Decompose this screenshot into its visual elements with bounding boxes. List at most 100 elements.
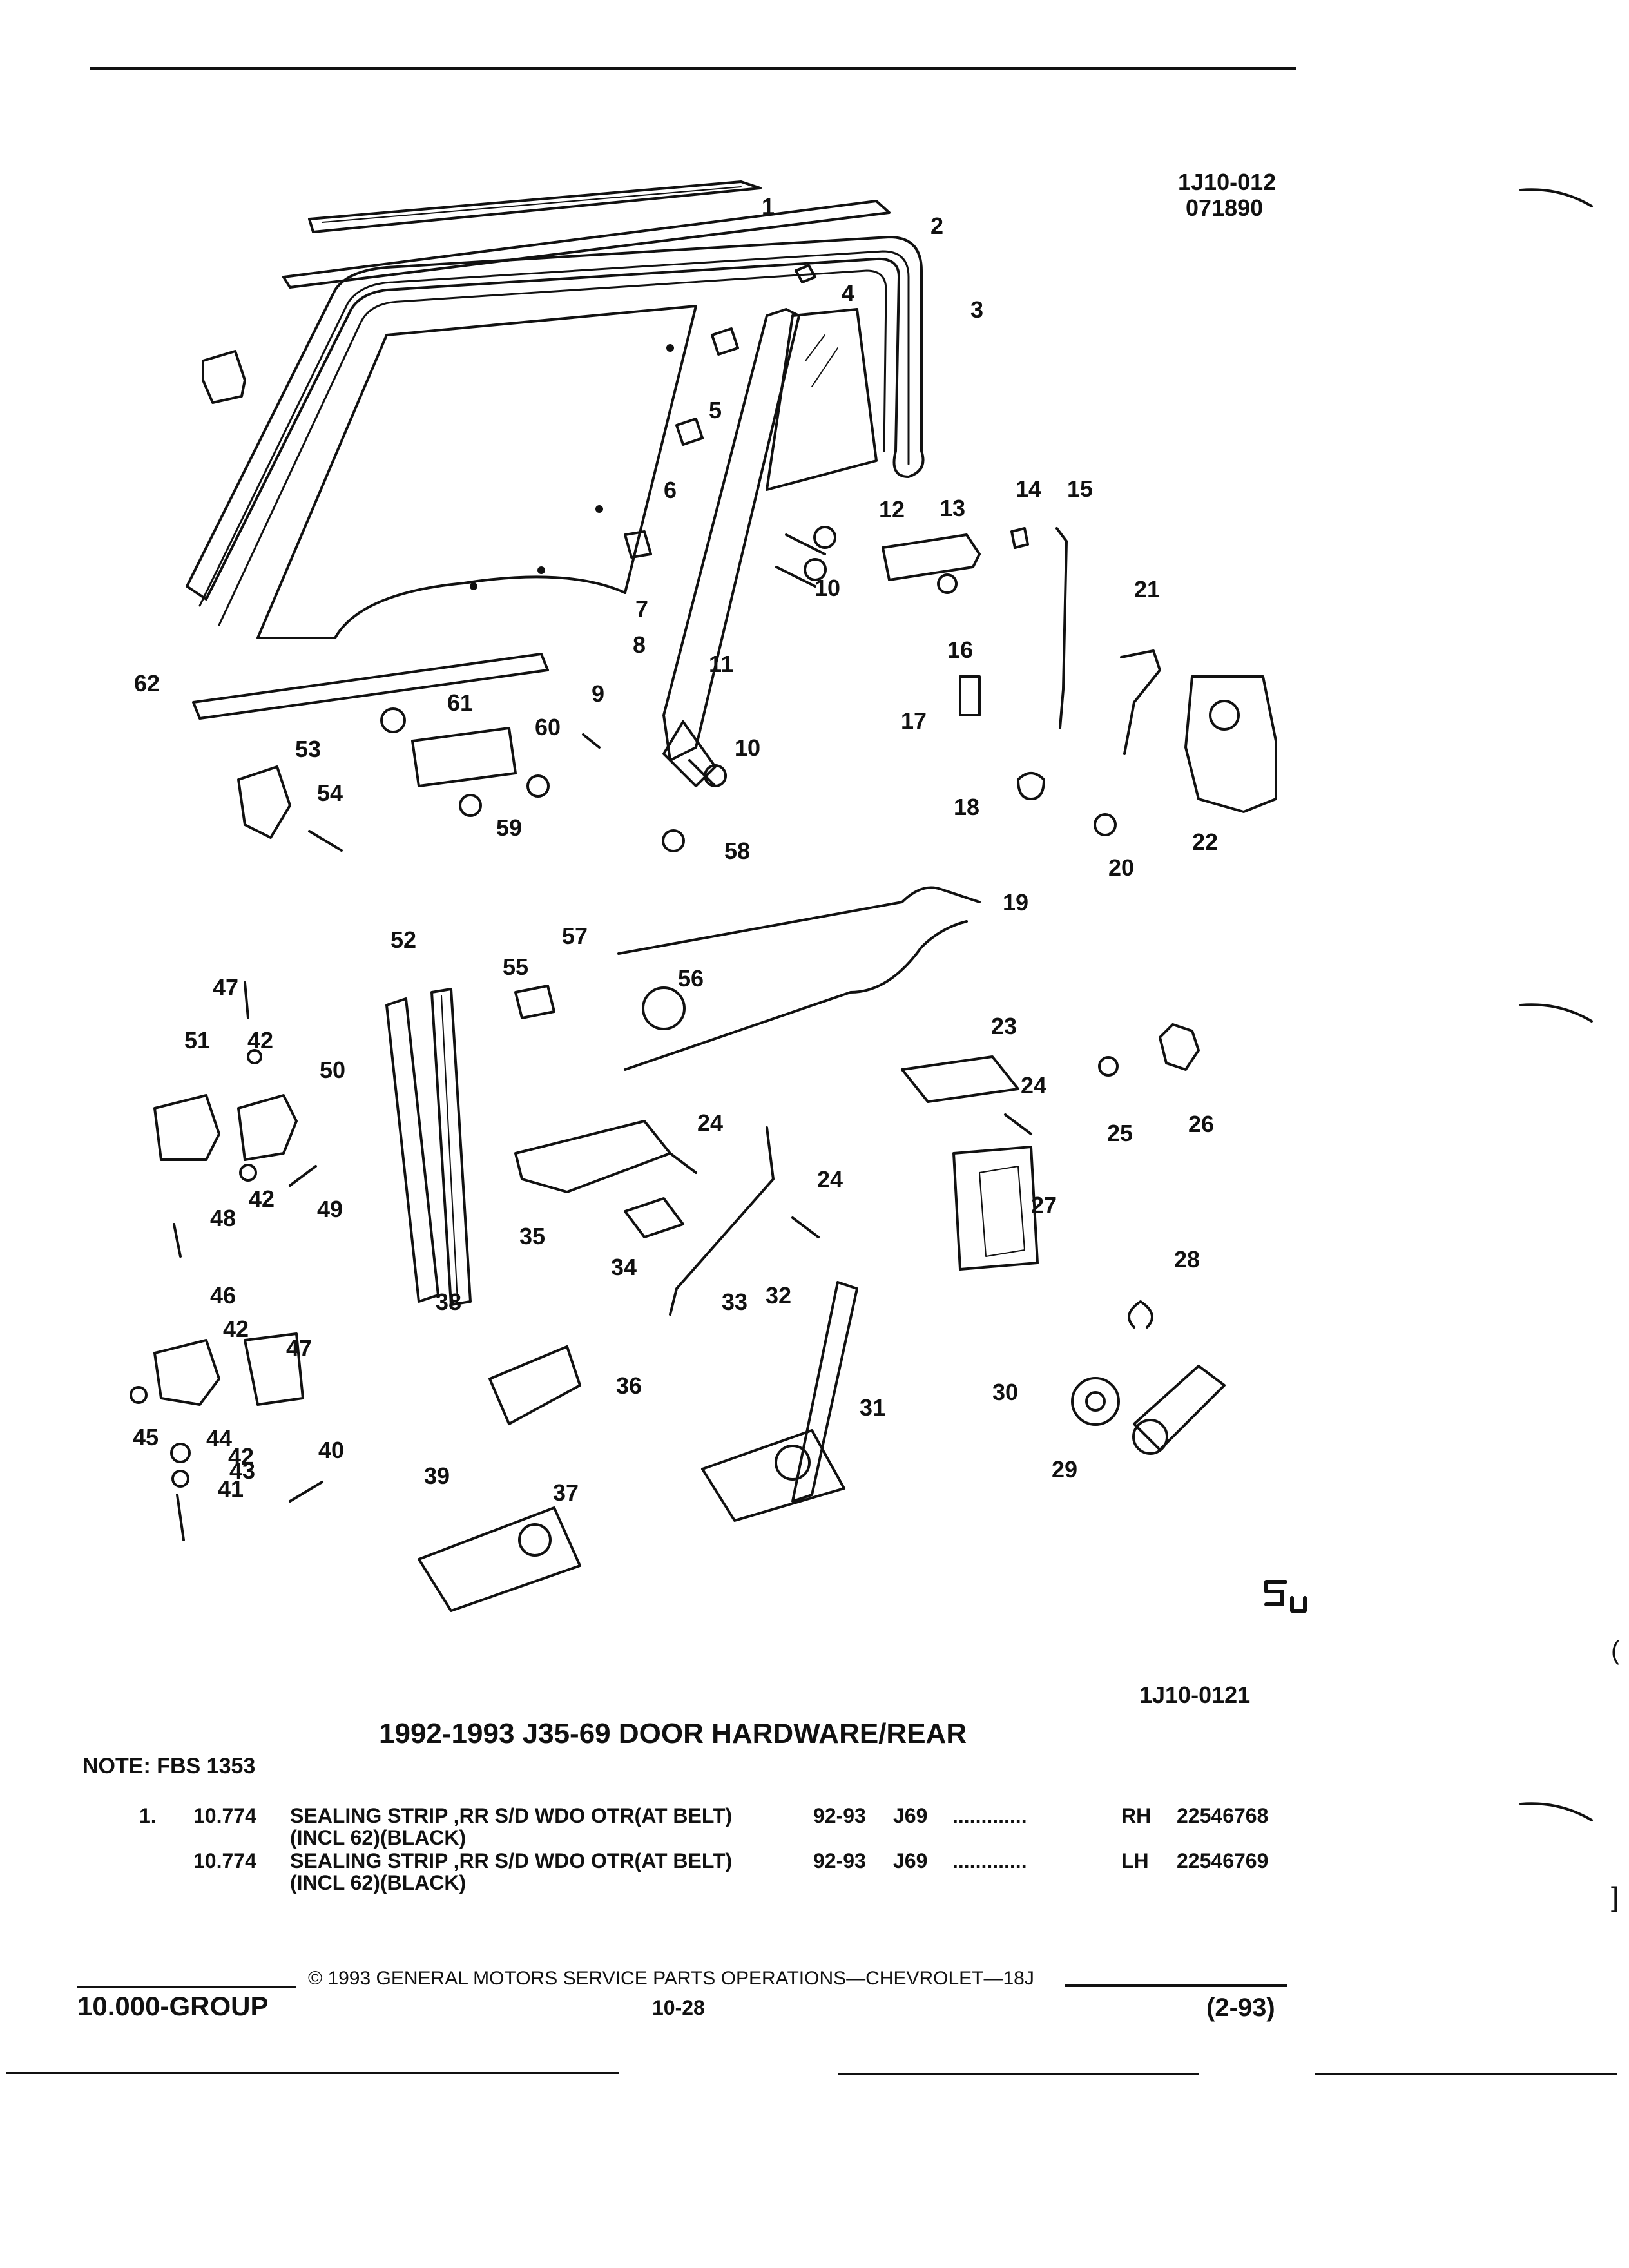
part-61-sealing-strip (192, 653, 549, 720)
callout-54: 54 (317, 780, 343, 806)
small-clips (624, 264, 816, 559)
callout-61: 61 (447, 689, 474, 716)
row-2-group: 10.774 (193, 1849, 256, 1872)
callout-24: 24 (1021, 1072, 1047, 1099)
callout-40: 40 (318, 1437, 345, 1463)
callout-28: 28 (1174, 1246, 1200, 1273)
callout-36: 36 (616, 1372, 642, 1399)
callout-5: 5 (709, 397, 722, 423)
callout-53: 53 (295, 736, 322, 762)
callout-10: 10 (735, 735, 761, 761)
actuator-group (901, 1023, 1200, 1271)
footer-group: 10.000-GROUP (77, 1991, 269, 2021)
window-crank (1071, 1300, 1226, 1455)
row-1-years: 92-93 (813, 1804, 866, 1827)
part-22-latch (1184, 675, 1277, 813)
callout-27: 27 (1031, 1192, 1057, 1218)
callout-23: 23 (991, 1013, 1017, 1039)
row-1-desc1: SEALING STRIP ,RR S/D WDO OTR(AT BELT) (290, 1804, 733, 1827)
callout-11: 11 (709, 651, 734, 677)
part-2-sealing-strip (282, 200, 891, 289)
callout-10: 10 (735, 735, 761, 761)
callout-29: 29 (1052, 1456, 1078, 1483)
lock-rod-items (937, 527, 1068, 729)
callout-26: 26 (1188, 1111, 1215, 1137)
bolts (688, 526, 837, 787)
callout-3: 3 (970, 296, 984, 323)
callout-24: 24 (697, 1110, 724, 1136)
margin-mark (1519, 1003, 1593, 1023)
callout-24: 24 (817, 1166, 843, 1193)
row-2-model: J69 (893, 1849, 928, 1872)
callout-9: 9 (592, 680, 605, 707)
callout-20: 20 (1108, 854, 1135, 881)
callout-33: 33 (722, 1289, 748, 1315)
callout-39: 39 (424, 1463, 450, 1489)
callout-21: 21 (1134, 576, 1161, 602)
row-2-side: LH (1121, 1849, 1149, 1872)
part-21-rod (1120, 649, 1161, 755)
row-2-part: 22546769 (1177, 1849, 1269, 1872)
callout-60: 60 (535, 714, 561, 740)
callout-47: 47 (286, 1335, 313, 1361)
callout-42: 42 (223, 1316, 249, 1342)
part-13-bracket (882, 533, 981, 581)
bottom-rule (6, 2072, 619, 2074)
su-logo (1264, 1580, 1307, 1613)
row-2-desc1: SEALING STRIP ,RR S/D WDO OTR(AT BELT) (290, 1849, 733, 1872)
callout-62: 62 (134, 670, 160, 697)
clip-grommet (1017, 772, 1117, 836)
callout-34: 34 (611, 1254, 637, 1280)
part-62-clip (202, 350, 246, 404)
pins (669, 1113, 1032, 1238)
note: NOTE: FBS 1353 (82, 1754, 256, 1778)
hinge-parts (130, 981, 323, 1541)
footer-rule-left (77, 1986, 296, 1988)
bottom-rule-2 (838, 2073, 1199, 2075)
callout-12: 12 (879, 496, 905, 523)
part-1-sealing-strip (308, 180, 762, 233)
callout-25: 25 (1107, 1120, 1133, 1146)
bottom-rule-3 (1315, 2073, 1617, 2075)
part-34 (624, 1197, 684, 1238)
footer-date: (2-93) (1206, 1994, 1275, 2022)
callout-59: 59 (496, 814, 523, 841)
part-31-regulator (701, 1281, 858, 1522)
callout-52: 52 (390, 927, 417, 953)
row-1-model: J69 (893, 1804, 928, 1827)
figure-code-1: 1J10-012 (1178, 169, 1277, 195)
parts-36-37 (488, 1345, 581, 1425)
callout-46: 46 (210, 1282, 236, 1309)
callout-13: 13 (940, 495, 966, 521)
callout-14: 14 (1016, 476, 1042, 502)
row-1-desc2: (INCL 62)(BLACK) (290, 1826, 467, 1849)
part-12-vent-glass (766, 308, 878, 491)
rods-19-56 (617, 886, 981, 1071)
callout-38: 38 (436, 1289, 462, 1315)
figure-code-bottom: 1J10-0121 (1139, 1682, 1251, 1708)
footer-rule-right (1065, 1984, 1287, 1987)
footer-page: 10-28 (652, 1996, 705, 2019)
row-1-dots: ............. (952, 1804, 1027, 1827)
knob-clip (514, 985, 686, 1030)
callout-16: 16 (947, 637, 974, 663)
callout-22: 22 (1192, 829, 1219, 855)
callout-49: 49 (317, 1196, 343, 1222)
callout-19: 19 (1003, 889, 1029, 916)
margin-mark-bracket: ] (1611, 1881, 1619, 1913)
callout-31: 31 (860, 1394, 886, 1421)
row-1-side: RH (1121, 1804, 1152, 1827)
row-1-item: 1. (139, 1804, 157, 1827)
callout-1: 1 (762, 193, 775, 220)
callout-58: 58 (724, 838, 751, 864)
callout-48: 48 (210, 1205, 236, 1231)
figure-code-2: 071890 (1186, 195, 1264, 221)
callout-55: 55 (503, 954, 529, 980)
page-title: 1992-1993 J35-69 DOOR HARDWARE/REAR (379, 1718, 967, 1749)
callout-6: 6 (664, 477, 677, 503)
callout-32: 32 (766, 1282, 792, 1309)
margin-mark-paren: ( (1611, 1637, 1620, 1665)
row-2-dots: ............. (952, 1849, 1027, 1872)
callout-7: 7 (635, 595, 649, 622)
callout-18: 18 (954, 794, 980, 820)
